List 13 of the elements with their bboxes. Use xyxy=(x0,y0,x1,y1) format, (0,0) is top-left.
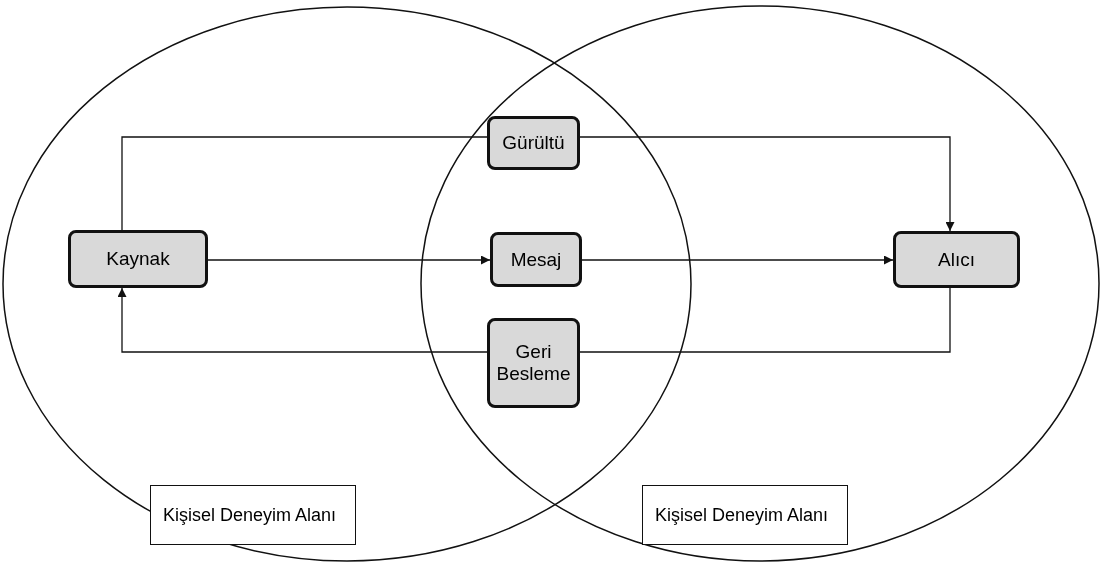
connector-line xyxy=(579,287,951,353)
process-box: Kaynak xyxy=(68,230,208,288)
arrow xyxy=(117,287,488,353)
arrow xyxy=(579,136,955,232)
arrow xyxy=(581,255,894,265)
process-box: Gürültü xyxy=(487,116,580,170)
process-box: Alıcı xyxy=(893,231,1020,288)
text-box: Kişisel Deneyim Alanı xyxy=(150,485,356,545)
process-box: Mesaj xyxy=(490,232,582,287)
arrow xyxy=(207,255,491,265)
connector-line xyxy=(121,136,488,231)
process-box: Geri Besleme xyxy=(487,318,580,408)
text-box: Kişisel Deneyim Alanı xyxy=(642,485,848,545)
